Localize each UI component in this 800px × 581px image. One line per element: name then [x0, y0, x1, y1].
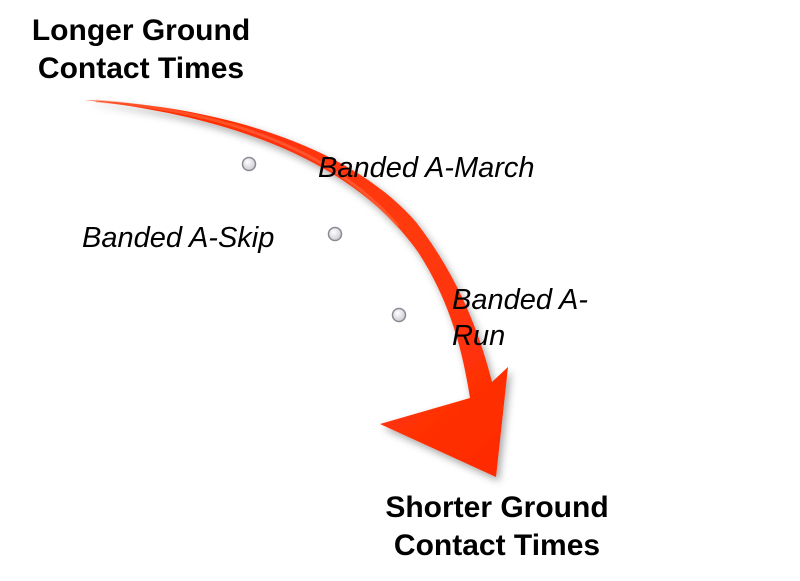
step-label-text-line-2: Run — [452, 320, 506, 352]
step-marker-1-icon — [241, 156, 257, 172]
start-label: Longer Ground Contact Times — [12, 12, 270, 88]
step-label-banded-a-run: Banded A- Run — [452, 282, 622, 354]
step-marker-3-icon — [391, 307, 407, 323]
step-label-text: Banded A-March — [318, 152, 535, 184]
step-label-text: Banded A-Skip — [82, 222, 275, 254]
step-label-text-line-1: Banded A- — [452, 284, 588, 316]
end-label: Shorter Ground Contact Times — [362, 489, 632, 565]
curved-arrow-icon — [84, 100, 508, 477]
start-label-line-2: Contact Times — [37, 52, 245, 85]
end-label-line-2: Contact Times — [393, 529, 601, 562]
end-label-line-1: Shorter Ground — [385, 491, 609, 524]
start-label-line-1: Longer Ground — [31, 14, 251, 47]
step-label-banded-a-skip: Banded A-Skip — [82, 220, 274, 256]
step-marker-2-icon — [327, 226, 343, 242]
step-label-banded-a-march: Banded A-March — [318, 150, 535, 186]
arrow-highlight — [95, 99, 400, 227]
